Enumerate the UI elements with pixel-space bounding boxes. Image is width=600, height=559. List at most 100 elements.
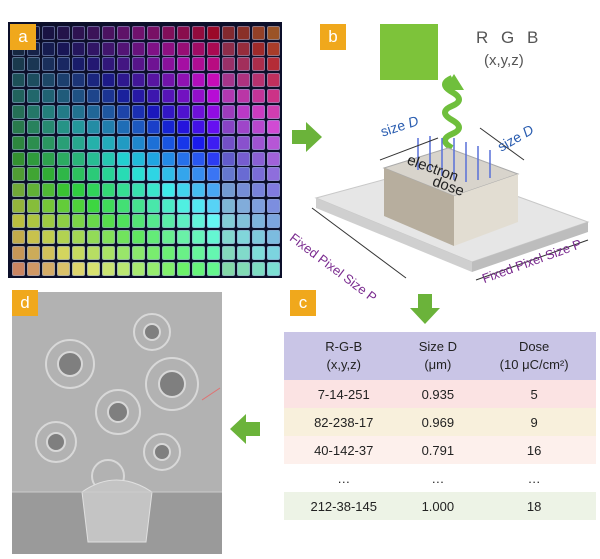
color-swatch <box>192 261 205 276</box>
color-swatch <box>147 198 160 213</box>
color-swatch <box>192 214 205 229</box>
color-swatch <box>42 104 55 119</box>
color-swatch <box>42 198 55 213</box>
color-swatch <box>117 88 130 103</box>
color-swatch <box>132 135 145 150</box>
block-diagram <box>311 74 590 281</box>
color-swatch <box>222 214 235 229</box>
color-swatch <box>57 198 70 213</box>
color-swatch <box>87 151 100 166</box>
color-swatch <box>57 151 70 166</box>
color-swatch <box>87 73 100 88</box>
color-swatch <box>132 261 145 276</box>
color-swatch <box>192 151 205 166</box>
color-swatch <box>117 167 130 182</box>
color-swatch <box>222 57 235 72</box>
color-swatch <box>192 245 205 260</box>
color-swatch <box>177 198 190 213</box>
color-swatch <box>252 73 265 88</box>
color-swatch <box>252 167 265 182</box>
color-swatch <box>177 57 190 72</box>
color-swatch <box>162 26 175 40</box>
table-cell-dose: 5 <box>530 386 538 402</box>
color-swatch <box>162 230 175 245</box>
table-cell-rgb: 40-142-37 <box>314 442 374 458</box>
color-swatch <box>177 104 190 119</box>
color-swatch <box>237 73 250 88</box>
color-swatch <box>117 261 130 276</box>
right-arrow-icon <box>292 122 322 152</box>
color-swatch <box>27 167 40 182</box>
color-swatch <box>237 57 250 72</box>
color-swatch <box>12 261 25 276</box>
color-swatch <box>162 214 175 229</box>
table-cell-size: 1.000 <box>421 498 455 514</box>
color-swatch <box>177 120 190 135</box>
color-swatch <box>177 167 190 182</box>
color-swatch <box>102 230 115 245</box>
table-cell-size: 0.935 <box>421 386 455 402</box>
color-swatch <box>162 183 175 197</box>
color-swatch <box>207 214 220 229</box>
color-swatch <box>132 41 145 56</box>
color-swatch <box>57 41 70 56</box>
color-swatch <box>57 135 70 150</box>
color-swatch <box>117 198 130 213</box>
color-swatch <box>252 261 265 276</box>
color-swatch <box>207 26 220 40</box>
color-swatch <box>42 41 55 56</box>
color-swatch <box>222 41 235 56</box>
color-swatch <box>222 183 235 197</box>
color-swatch <box>267 245 280 260</box>
color-swatch <box>147 151 160 166</box>
color-swatch <box>102 261 115 276</box>
color-swatch <box>57 57 70 72</box>
color-swatch <box>222 230 235 245</box>
color-swatch <box>267 120 280 135</box>
color-swatch <box>252 41 265 56</box>
color-swatch <box>87 183 100 197</box>
color-swatch <box>192 104 205 119</box>
color-swatch <box>177 183 190 197</box>
color-swatch <box>27 57 40 72</box>
color-swatch <box>12 57 25 72</box>
color-swatch <box>147 183 160 197</box>
color-swatch <box>177 245 190 260</box>
color-swatch <box>42 26 55 40</box>
table-cell-rgb: 7-14-251 <box>317 386 370 402</box>
color-swatch <box>12 198 25 213</box>
panel-label-a: a <box>10 24 36 50</box>
color-swatch <box>102 183 115 197</box>
color-swatch <box>12 104 25 119</box>
color-swatch <box>117 183 130 197</box>
color-swatch <box>27 120 40 135</box>
xyz-label: (x,y,z) <box>484 52 524 69</box>
color-swatch <box>132 167 145 182</box>
color-swatch <box>237 41 250 56</box>
color-swatch <box>222 73 235 88</box>
color-swatch <box>267 230 280 245</box>
color-swatch <box>162 151 175 166</box>
table-cell-size: … <box>431 470 445 486</box>
color-swatch <box>192 183 205 197</box>
color-swatch <box>42 245 55 260</box>
color-swatch <box>162 135 175 150</box>
color-swatch <box>192 198 205 213</box>
color-swatch <box>117 151 130 166</box>
color-swatch <box>102 151 115 166</box>
color-swatch <box>132 198 145 213</box>
table-cell-rgb: 212-38-145 <box>310 498 377 514</box>
color-swatch <box>252 26 265 40</box>
color-swatch <box>102 198 115 213</box>
color-swatch <box>12 183 25 197</box>
color-swatch <box>147 41 160 56</box>
color-swatch <box>12 135 25 150</box>
color-swatch <box>12 120 25 135</box>
color-swatch <box>57 73 70 88</box>
color-swatch <box>87 88 100 103</box>
color-swatch <box>207 198 220 213</box>
color-swatch <box>147 73 160 88</box>
color-swatch <box>267 88 280 103</box>
color-swatch <box>72 261 85 276</box>
color-swatch <box>132 120 145 135</box>
